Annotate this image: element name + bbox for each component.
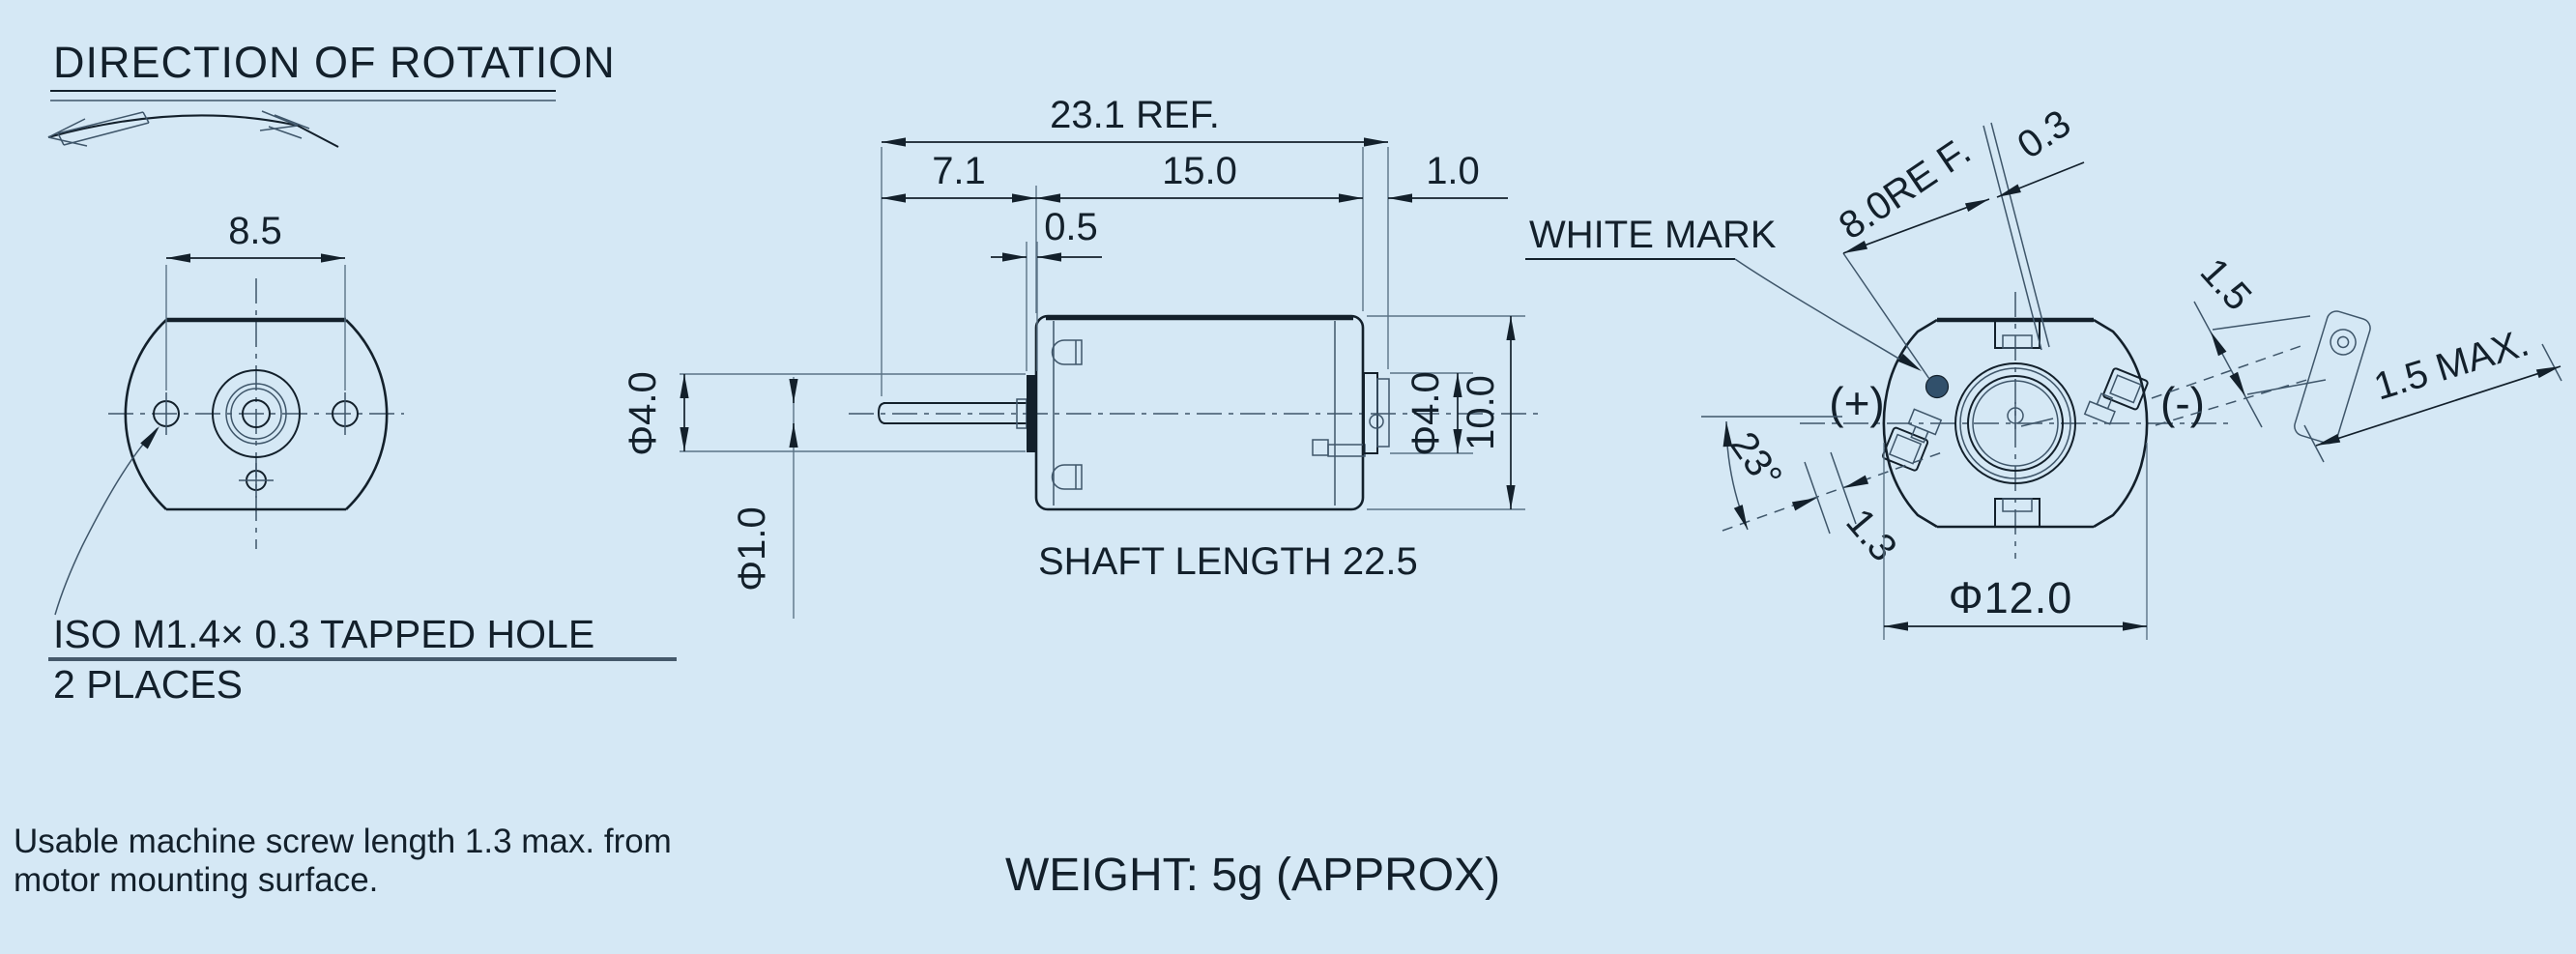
dia-rear-boss-label: Φ4.0 <box>1404 371 1447 456</box>
white-mark-label: WHITE MARK <box>1529 214 1777 256</box>
screw-note-line2: motor mounting surface. <box>14 861 378 899</box>
weight-note: WEIGHT: 5g (APPROX) <box>1005 850 1500 901</box>
tapped-hole-note-line2: 2 PLACES <box>53 662 243 707</box>
screw-note-line1: Usable machine screw length 1.3 max. fro… <box>14 823 672 860</box>
page-title: DIRECTION OF ROTATION <box>53 38 616 87</box>
front-view: 8.5 ISO M1.4× 0.3 TAPPED HOLE 2 PLACES <box>48 210 677 707</box>
dim-body-height-label: 10.0 <box>1460 375 1502 450</box>
dia-body-label: Φ12.0 <box>1949 573 2073 622</box>
dim-overall-label: 23.1 REF. <box>1050 94 1220 136</box>
notes: Usable machine screw length 1.3 max. fro… <box>14 823 1500 901</box>
white-mark-dot <box>1925 374 1950 399</box>
front-body-outline <box>124 319 389 511</box>
shaft-length-note: SHAFT LENGTH 22.5 <box>1038 540 1418 583</box>
dim-shaft-front-label: 7.1 <box>932 150 986 192</box>
dia-shaft-label: Φ1.0 <box>731 506 773 592</box>
dim-angle-label: 23° <box>1722 424 1790 497</box>
dim-body-length-label: 15.0 <box>1162 150 1237 192</box>
dia-front-boss-label: Φ4.0 <box>622 371 664 456</box>
front-bearing-boss <box>1027 375 1037 452</box>
rotation-arrow <box>47 110 339 148</box>
dim-boss-protrusion-label: 0.5 <box>1044 206 1098 248</box>
dim-terminal-label: 1.5 <box>2192 250 2260 319</box>
terminal-minus-bracket <box>2102 367 2149 411</box>
motor-body <box>1034 314 1365 511</box>
shaft-tip <box>877 402 886 424</box>
terminal-tab-detail <box>2294 310 2371 445</box>
side-view: 23.1 REF. 7.1 15.0 1.0 0.5 Φ4.0 Φ1.0 Φ4.… <box>622 94 1543 619</box>
terminal-minus-label: (-) <box>2160 378 2205 428</box>
tapped-hole-note-line1: ISO M1.4× 0.3 TAPPED HOLE <box>53 612 594 656</box>
dim-brush-label: 1.3 <box>1838 501 1904 569</box>
terminal-plus-label: (+) <box>1829 378 1885 428</box>
title-block: DIRECTION OF ROTATION <box>50 38 616 101</box>
front-shaft-hole <box>242 399 271 428</box>
dim-rear-boss-label: 1.0 <box>1426 150 1480 192</box>
terminal-plus-bracket <box>1881 426 1929 472</box>
dim-terminal-max-label: 1.5 MAX. <box>2369 321 2533 408</box>
rear-view: (+) (-) WHITE MARK 8.0RE F. 0.3 23° 1.3 … <box>1525 101 2562 640</box>
dim-slot-label: 0.3 <box>2010 101 2078 167</box>
dim-hole-spacing-label: 8.5 <box>228 210 282 252</box>
